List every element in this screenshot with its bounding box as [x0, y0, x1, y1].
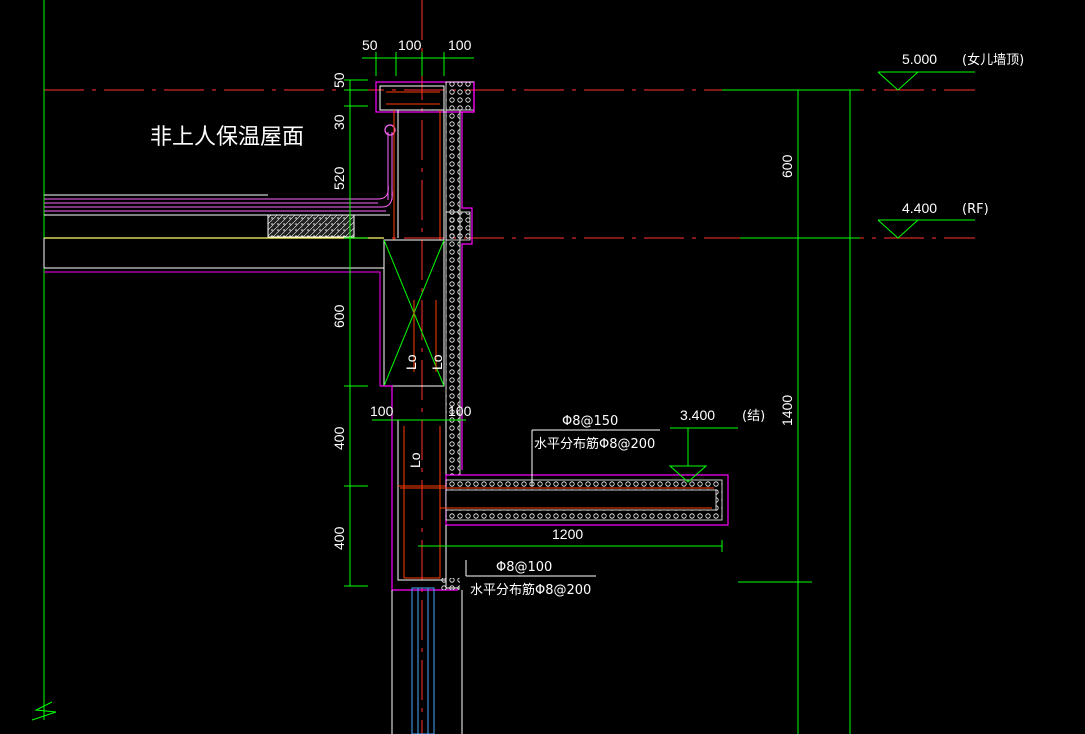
lower-main-rebar: Φ8@100 [496, 560, 552, 575]
roof-title: 非上人保温屋面 [150, 125, 304, 150]
upper-distribution-rebar: 水平分布筋Φ8@200 [534, 436, 655, 452]
elevation-value-3400: 3.400 [680, 407, 715, 423]
top-dim-3: 100 [448, 37, 472, 53]
left-dim-400-a: 400 [331, 426, 347, 450]
left-dim-600: 600 [331, 304, 347, 328]
elevation-note-parapet: (女儿墙顶) [962, 52, 1024, 68]
lower-distribution-rebar: 水平分布筋Φ8@200 [470, 582, 591, 598]
leader-lines [465, 429, 660, 577]
left-boundary [31, 0, 57, 721]
right-dim-1400: 1400 [779, 395, 795, 426]
lower-wall-and-slab [397, 419, 729, 590]
lap-label-2: Lo [429, 354, 445, 370]
lap-label-3: Lo [407, 452, 423, 468]
elevation-note-rf: (RF) [962, 202, 989, 217]
left-dim-30: 30 [331, 114, 347, 130]
slab-length-dim: 1200 [552, 526, 583, 542]
roof-layers [43, 124, 396, 386]
elevation-note-struct: (结) [742, 409, 765, 424]
left-dim-50: 50 [331, 72, 347, 88]
top-dim-1: 50 [362, 37, 378, 53]
right-dim-600: 600 [779, 154, 795, 178]
insulation-block [267, 214, 355, 238]
upper-main-rebar: Φ8@150 [562, 414, 618, 429]
left-dim-400-b: 400 [331, 526, 347, 550]
top-dim-2: 100 [398, 37, 422, 53]
window-frame [391, 587, 463, 734]
lap-label-1: Lo [403, 354, 419, 370]
mid-dim-100-right: 100 [448, 403, 472, 419]
elevation-value-4400: 4.400 [902, 200, 937, 216]
dimension-lines [344, 52, 975, 734]
left-dim-520: 520 [331, 166, 347, 190]
mid-dim-100-left: 100 [370, 403, 394, 419]
elevation-value-5000: 5.000 [902, 51, 937, 67]
axis-lines [44, 0, 975, 734]
ring-beam [380, 239, 458, 591]
